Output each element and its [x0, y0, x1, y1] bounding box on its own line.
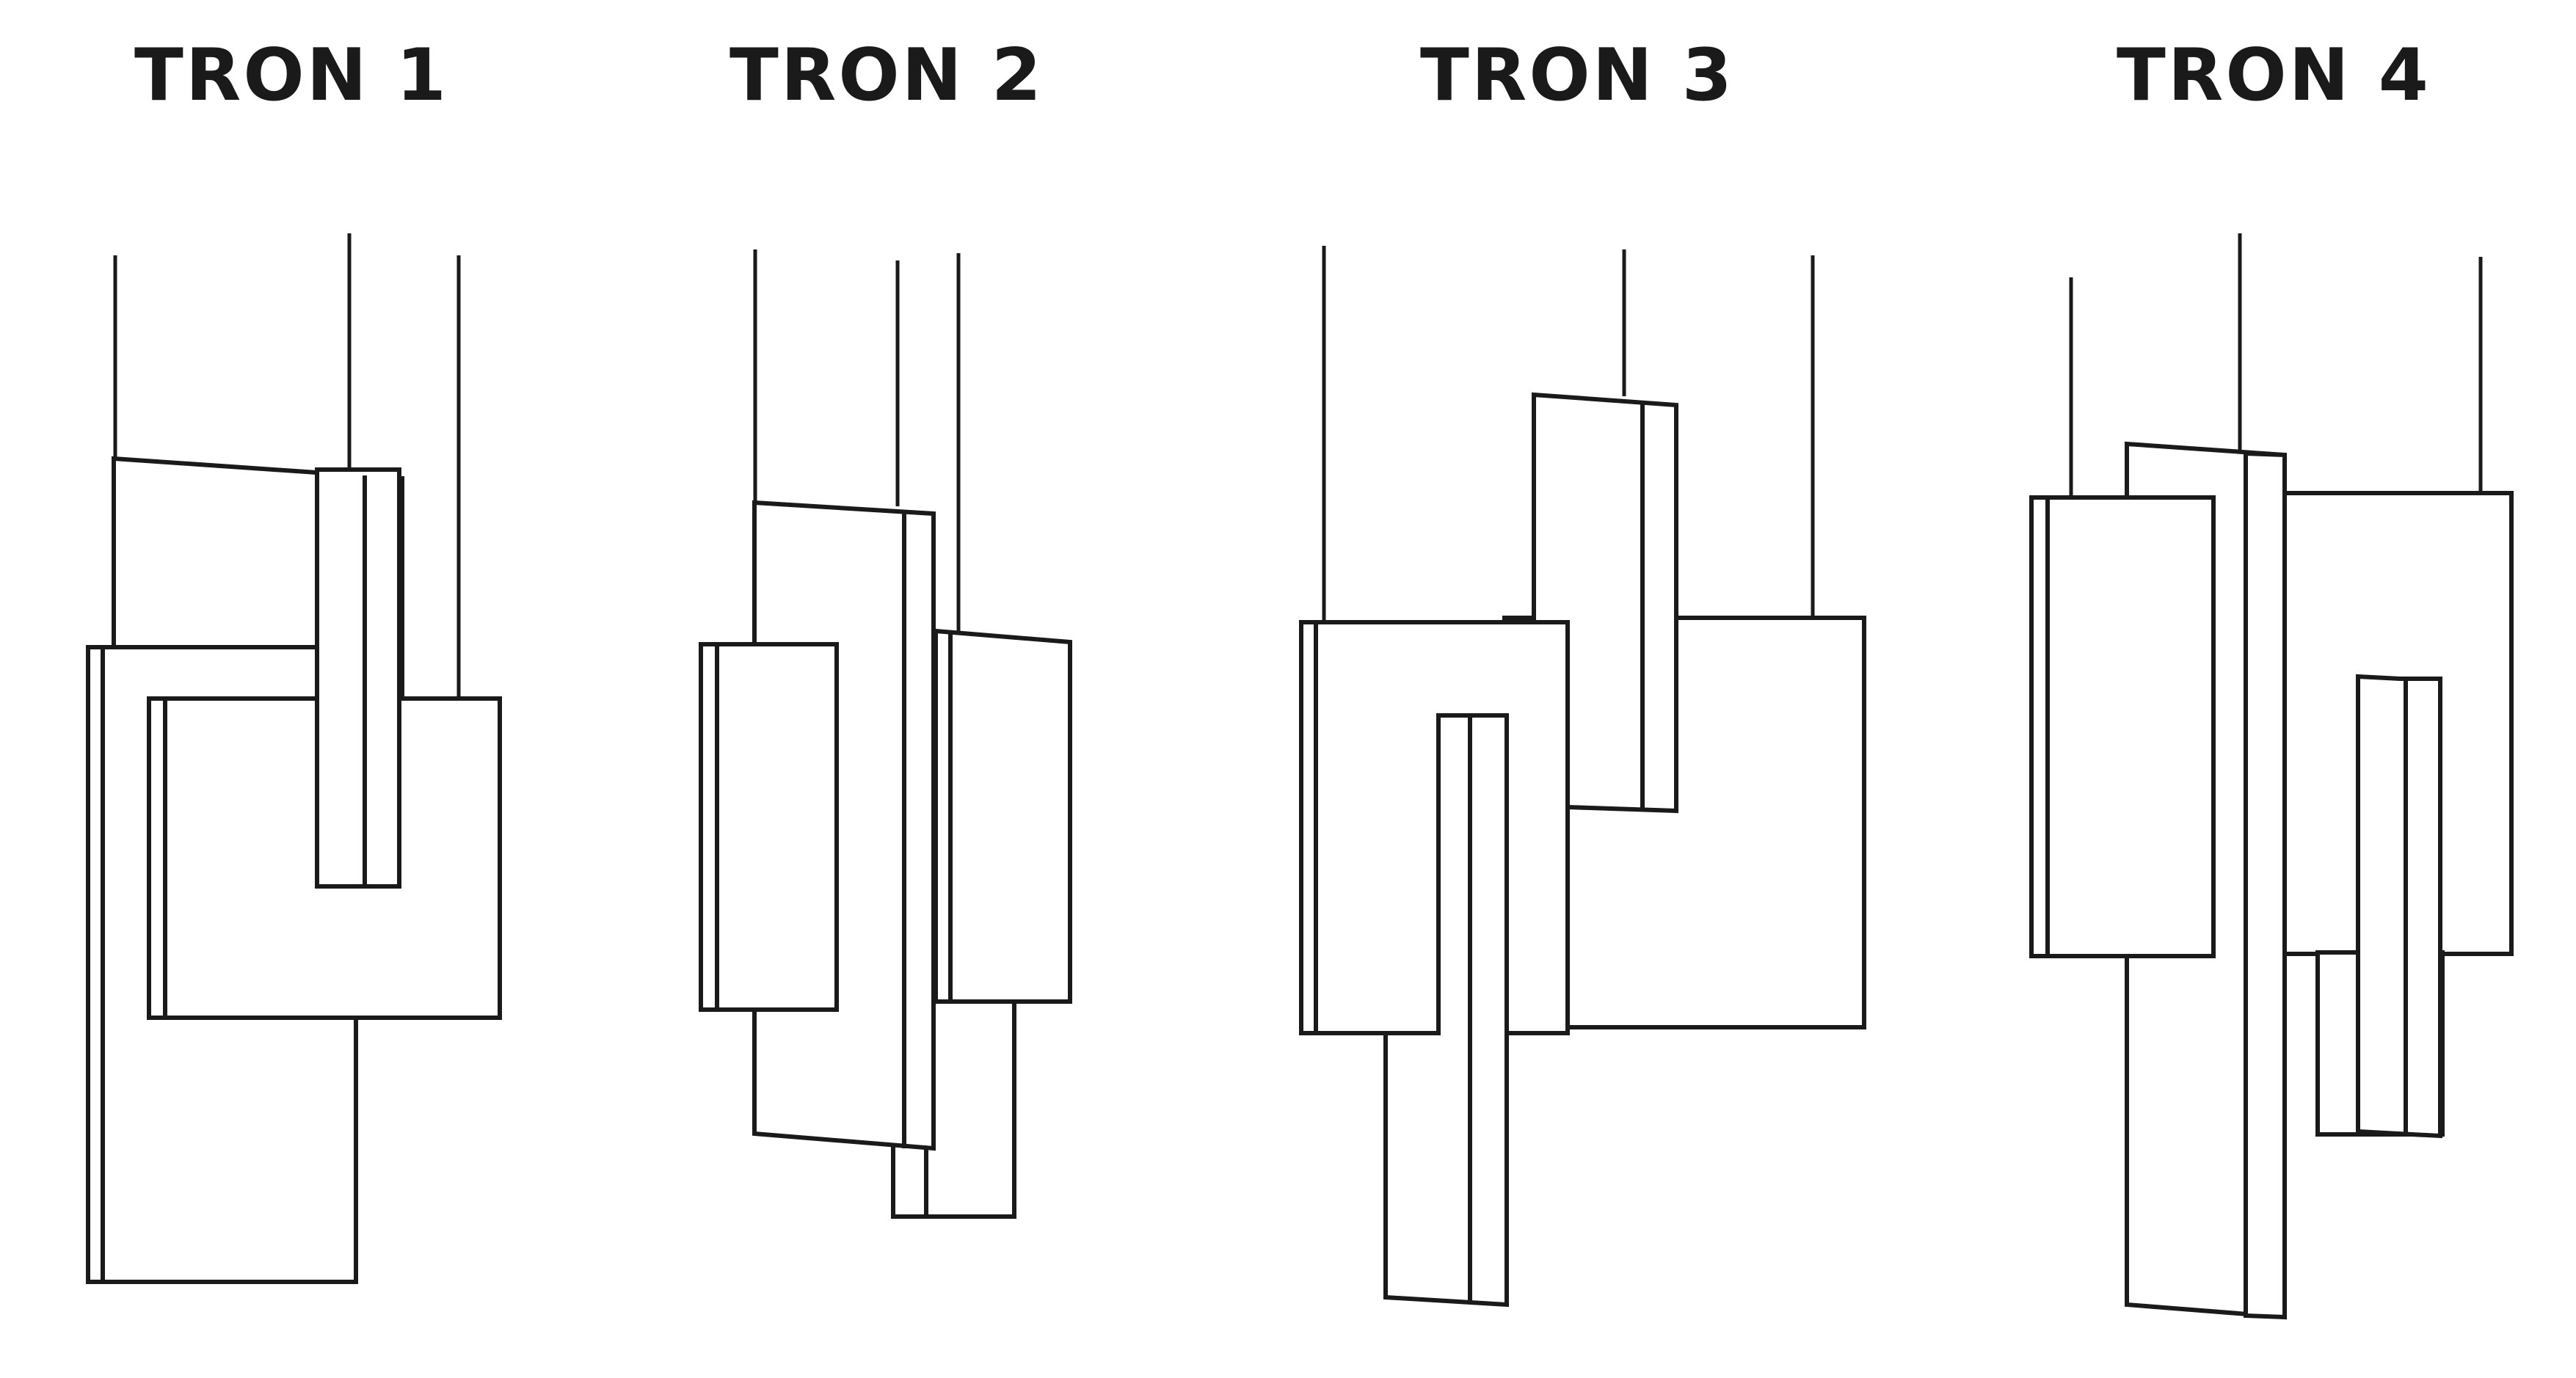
- figure-title-tron-4: TRON 4: [2117, 34, 2431, 117]
- light-panel: [934, 628, 1072, 1004]
- light-panel: [2244, 451, 2287, 1320]
- figure-title-tron-1: TRON 1: [134, 34, 448, 117]
- fixture-tron-3: [1299, 246, 1866, 1308]
- fixture-tron-4: [2029, 233, 2514, 1320]
- light-panel: [2356, 674, 2442, 1139]
- figure-title-tron-3: TRON 3: [1420, 34, 1734, 117]
- fixture-tron-1: [86, 233, 502, 1284]
- light-panel: [1299, 620, 1570, 1035]
- light-panel: [1532, 392, 1678, 814]
- light-panel: [1383, 713, 1509, 1308]
- light-panel: [315, 467, 401, 889]
- light-panel: [2029, 495, 2216, 958]
- figure-title-tron-2: TRON 2: [729, 34, 1044, 117]
- fixture-tron-2: [699, 249, 1072, 1219]
- light-panel: [699, 642, 839, 1012]
